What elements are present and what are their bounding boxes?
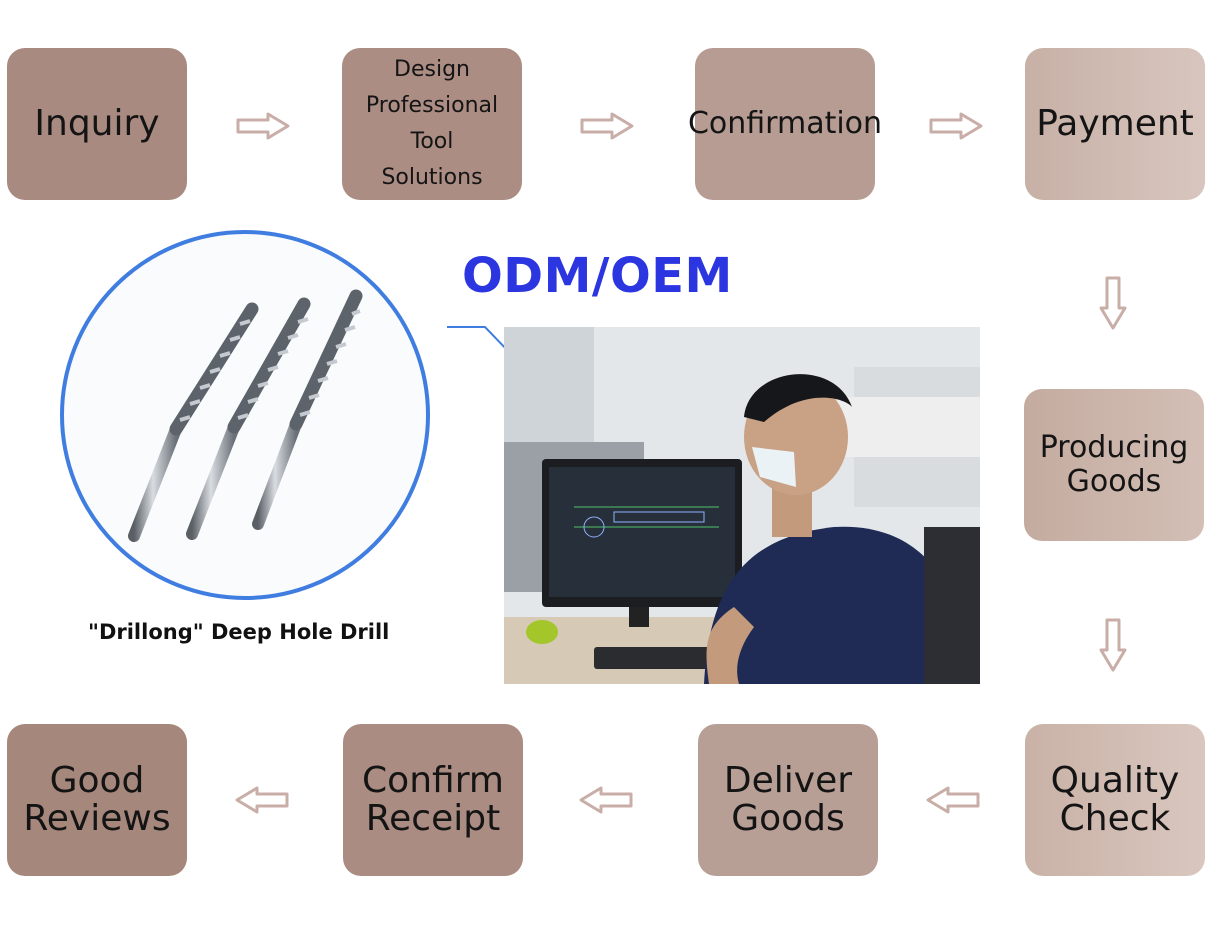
- drill-bit: [258, 296, 360, 524]
- drill-bits-image: [60, 230, 430, 600]
- drill-caption: "Drillong" Deep Hole Drill: [88, 620, 408, 644]
- step-design-label: Design Professional Tool Solutions: [366, 52, 498, 196]
- step-inquiry: Inquiry: [7, 48, 187, 200]
- step-producing: Producing Goods: [1024, 389, 1204, 541]
- step-quality-label: Quality Check: [1051, 762, 1180, 838]
- engineer-workstation-photo: [504, 327, 980, 684]
- arrow-down-icon: [1099, 276, 1127, 330]
- step-deliver-label: Deliver Goods: [724, 762, 852, 838]
- step-receipt-label: Confirm Receipt: [362, 762, 504, 838]
- arrow-down-icon: [1099, 618, 1127, 672]
- arrow-right-icon: [236, 112, 290, 140]
- monitor: [542, 459, 742, 627]
- step-producing-label: Producing Goods: [1040, 431, 1189, 499]
- arrow-left-icon: [235, 786, 289, 814]
- drill-bit: [192, 304, 308, 534]
- step-payment-label: Payment: [1036, 105, 1194, 143]
- arrow-right-icon: [580, 112, 634, 140]
- step-reviews: Good Reviews: [7, 724, 187, 876]
- step-quality: Quality Check: [1025, 724, 1205, 876]
- step-reviews-label: Good Reviews: [23, 762, 170, 838]
- step-confirmation: Confirmation: [695, 48, 875, 200]
- step-inquiry-label: Inquiry: [34, 105, 159, 143]
- step-deliver: Deliver Goods: [698, 724, 878, 876]
- step-payment: Payment: [1025, 48, 1205, 200]
- step-confirmation-label: Confirmation: [688, 107, 882, 141]
- arrow-left-icon: [926, 786, 980, 814]
- arrow-right-icon: [929, 112, 983, 140]
- step-design: Design Professional Tool Solutions: [342, 48, 522, 200]
- arrow-left-icon: [579, 786, 633, 814]
- odm-oem-title: ODM/OEM: [462, 248, 733, 304]
- step-receipt: Confirm Receipt: [343, 724, 523, 876]
